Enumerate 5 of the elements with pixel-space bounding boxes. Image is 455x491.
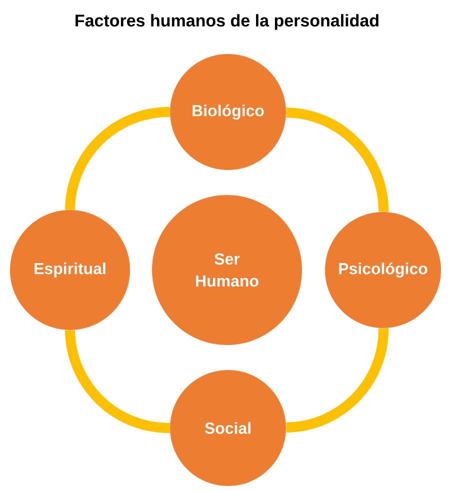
ring-arc <box>65 330 170 433</box>
ring-arc <box>286 108 389 212</box>
title: Factores humanos de la personalidad <box>76 14 378 30</box>
ring-arc <box>65 107 170 210</box>
ring-arc <box>286 328 389 432</box>
